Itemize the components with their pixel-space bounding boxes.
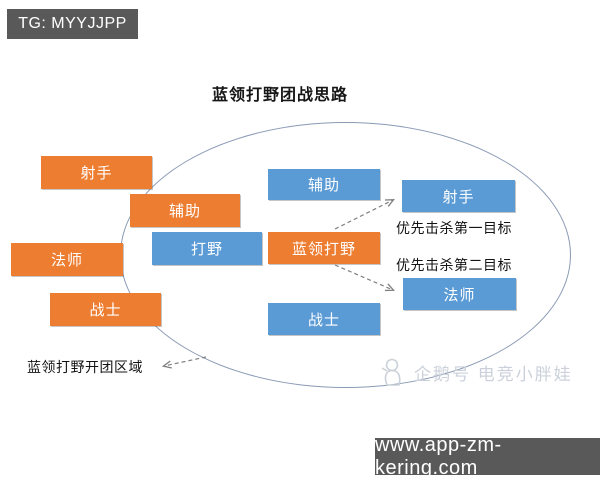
node-label: 战士: [307, 311, 340, 329]
node-jungler: 打野: [152, 232, 262, 265]
node-label: 辅助: [168, 203, 201, 220]
arrow-open-area-label: [161, 356, 207, 369]
node-label: 辅助: [307, 177, 340, 194]
tg-badge-text: TG: MYYJJPP: [18, 15, 127, 32]
node-target-shooter: 射手: [402, 180, 515, 212]
footer-url-bar: www.app-zm-kering.com: [375, 434, 600, 479]
node-left-support: 辅助: [130, 194, 240, 227]
node-left-warrior: 战士: [50, 293, 161, 326]
tg-badge: TG: MYYJJPP: [7, 9, 138, 39]
priority-first-label: 优先击杀第一目标: [396, 220, 512, 236]
watermark: 企鹅号 电竞小胖娃: [380, 356, 573, 388]
node-label: 战士: [89, 302, 122, 319]
node-mid-support: 辅助: [268, 169, 380, 200]
footer-url-text: www.app-zm-kering.com: [375, 433, 502, 479]
node-label: 打野: [190, 241, 223, 258]
node-label: 法师: [443, 286, 476, 304]
page-title: 蓝领打野团战思路: [211, 87, 348, 104]
node-blue-jungler: 蓝领打野: [268, 232, 380, 264]
node-target-mage: 法师: [403, 278, 516, 310]
node-mid-warrior: 战士: [268, 303, 380, 335]
priority-second-label: 优先击杀第二目标: [396, 257, 512, 273]
node-label: 法师: [50, 252, 83, 269]
node-left-shooter: 射手: [41, 156, 152, 189]
penguin-icon: [381, 358, 401, 386]
node-label: 射手: [80, 165, 113, 182]
node-label: 蓝领打野: [291, 240, 356, 258]
node-label: 射手: [442, 188, 475, 206]
watermark-text: 企鹅号 电竞小胖娃: [414, 364, 573, 384]
open-area-label: 蓝领打野开团区域: [27, 359, 143, 375]
node-left-mage: 法师: [11, 243, 123, 276]
